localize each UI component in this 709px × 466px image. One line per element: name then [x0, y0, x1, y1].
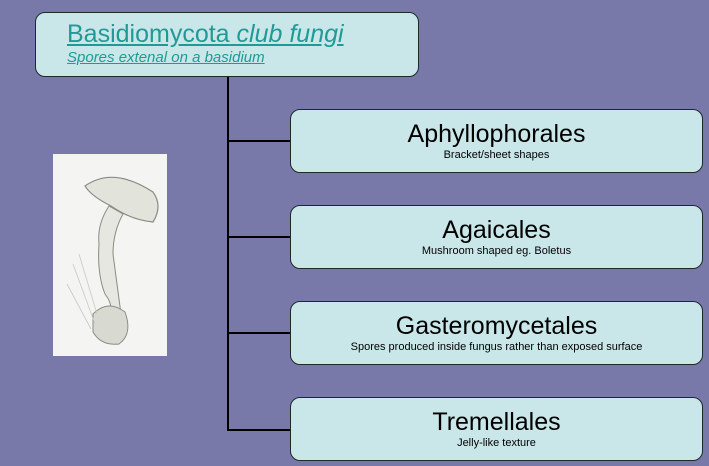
branch-connector: [227, 332, 290, 334]
child-node: Aphyllophorales Bracket/sheet shapes: [290, 109, 703, 173]
node-desc: Spores produced inside fungus rather tha…: [350, 341, 643, 353]
branch-connector: [227, 140, 290, 142]
branch-connector: [227, 429, 290, 431]
child-node: Gasteromycetales Spores produced inside …: [290, 301, 703, 365]
root-subtitle: Spores extenal on a basidium: [67, 49, 265, 66]
root-node: Basidiomycota club fungi Spores extenal …: [35, 12, 419, 77]
mushroom-sketch-image: [53, 154, 167, 356]
child-node: Agaicales Mushroom shaped eg. Boletus: [290, 205, 703, 269]
node-title: Agaicales: [442, 216, 551, 244]
node-title: Tremellales: [432, 408, 561, 436]
node-title: Gasteromycetales: [395, 312, 598, 340]
root-title: Basidiomycota club fungi: [67, 20, 344, 48]
child-node: Tremellales Jelly-like texture: [290, 397, 703, 461]
node-desc: Jelly-like texture: [457, 437, 536, 449]
node-title: Aphyllophorales: [407, 120, 586, 148]
node-desc: Mushroom shaped eg. Boletus: [421, 245, 572, 257]
node-desc: Bracket/sheet shapes: [443, 149, 550, 161]
branch-connector: [227, 236, 290, 238]
trunk-connector: [227, 77, 229, 431]
mushroom-sketch-icon: [66, 176, 159, 345]
